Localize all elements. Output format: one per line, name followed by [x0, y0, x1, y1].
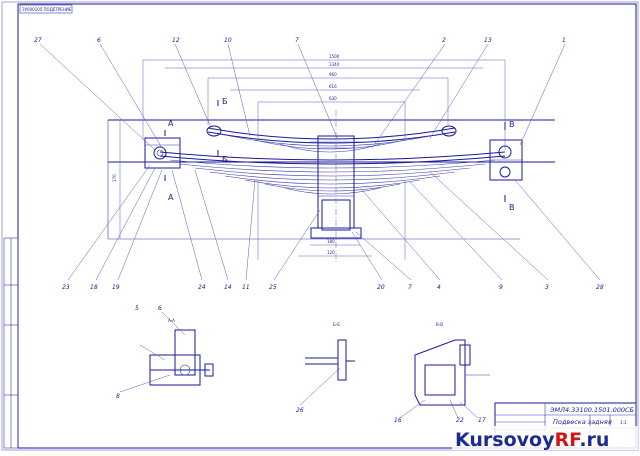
- section-vv-label-3: 17: [478, 417, 486, 424]
- callout-top-3: 12: [172, 37, 180, 44]
- section-aa-label-1: 5: [135, 305, 139, 312]
- callout-bottom-6: 11: [242, 284, 250, 291]
- dim-6: 170: [112, 174, 117, 182]
- callout-bottom-8: 20: [377, 284, 385, 291]
- top-stamp-text: ЗУ000105 ПОДЕТРЕНИЕ: [22, 7, 72, 12]
- section-vv-label-1: 16: [394, 417, 402, 424]
- front-bracket: [144, 137, 181, 169]
- dim-1: 1500: [329, 54, 340, 59]
- bottom-leaders: [67, 164, 601, 281]
- section-bb-title: Б-Б: [333, 322, 340, 327]
- section-aa-label-2: 6: [158, 305, 162, 312]
- section-vv-label-2: 22: [456, 417, 464, 424]
- callout-bottom-10: 4: [437, 284, 441, 291]
- callout-bottom-5: 14: [224, 284, 232, 291]
- dim-8: 120: [327, 250, 335, 255]
- section-mark-a-bottom: А: [168, 193, 174, 202]
- section-mark-b-top: Б: [222, 97, 228, 106]
- dimension-lines: [119, 59, 506, 260]
- section-aa-title: А-А: [168, 318, 175, 323]
- dim-5: 630: [329, 96, 337, 101]
- callout-bottom-3: 19: [112, 284, 120, 291]
- dim-2: 1340: [329, 62, 340, 67]
- callout-bottom-1: 23: [62, 284, 70, 291]
- doc-number: ЭМЛ4.33100.1501.000СБ: [549, 406, 635, 414]
- section-mark-b-bottom: Б: [222, 155, 228, 164]
- dim-7: 180: [327, 239, 335, 244]
- upper-leaf-spring: [206, 125, 457, 153]
- callout-top-4: 10: [224, 37, 232, 44]
- section-aa-label-3: 8: [116, 393, 120, 400]
- section-bb-view: [299, 339, 355, 406]
- callout-bottom-11: 9: [499, 284, 503, 291]
- top-stamp-box: [19, 4, 73, 14]
- watermark-logo: KursovoyRF.ru: [452, 426, 638, 451]
- section-mark-v-top: В: [509, 120, 515, 129]
- rear-bracket: [489, 139, 523, 181]
- section-vv-view: [399, 339, 490, 419]
- section-markers: [164, 100, 506, 202]
- callout-top-5: 7: [295, 37, 299, 44]
- sheet-scale: 1:1: [620, 420, 627, 425]
- doc-title: Подвеска задняя: [553, 418, 612, 426]
- top-leaders: [39, 43, 566, 151]
- section-bb-label-1: 26: [296, 407, 304, 414]
- watermark-text: KursovoyRF.ru: [455, 429, 609, 451]
- callout-top-1: 27: [34, 37, 42, 44]
- dim-4: 616: [329, 84, 337, 89]
- section-mark-a-top: А: [168, 119, 174, 128]
- drawing-frame: [17, 3, 637, 449]
- main-leaf-spring: [159, 151, 506, 195]
- dim-3: 960: [329, 72, 337, 77]
- callout-bottom-2: 18: [90, 284, 98, 291]
- frame-rail-assembly: [107, 119, 555, 240]
- section-aa-view: [119, 311, 214, 393]
- callout-bottom-13: 28: [596, 284, 604, 291]
- callout-bottom-12: 3: [545, 284, 549, 291]
- callout-top-7: 13: [484, 37, 492, 44]
- callout-bottom-9: 7: [408, 284, 412, 291]
- section-vv-title: В-В: [436, 322, 443, 327]
- callout-top-2: 6: [97, 37, 101, 44]
- callout-top-8: 1: [562, 37, 566, 44]
- callout-bottom-4: 24: [198, 284, 206, 291]
- callout-bottom-7: 25: [269, 284, 277, 291]
- section-mark-v-bottom: В: [509, 203, 515, 212]
- callout-top-6: 2: [442, 37, 446, 44]
